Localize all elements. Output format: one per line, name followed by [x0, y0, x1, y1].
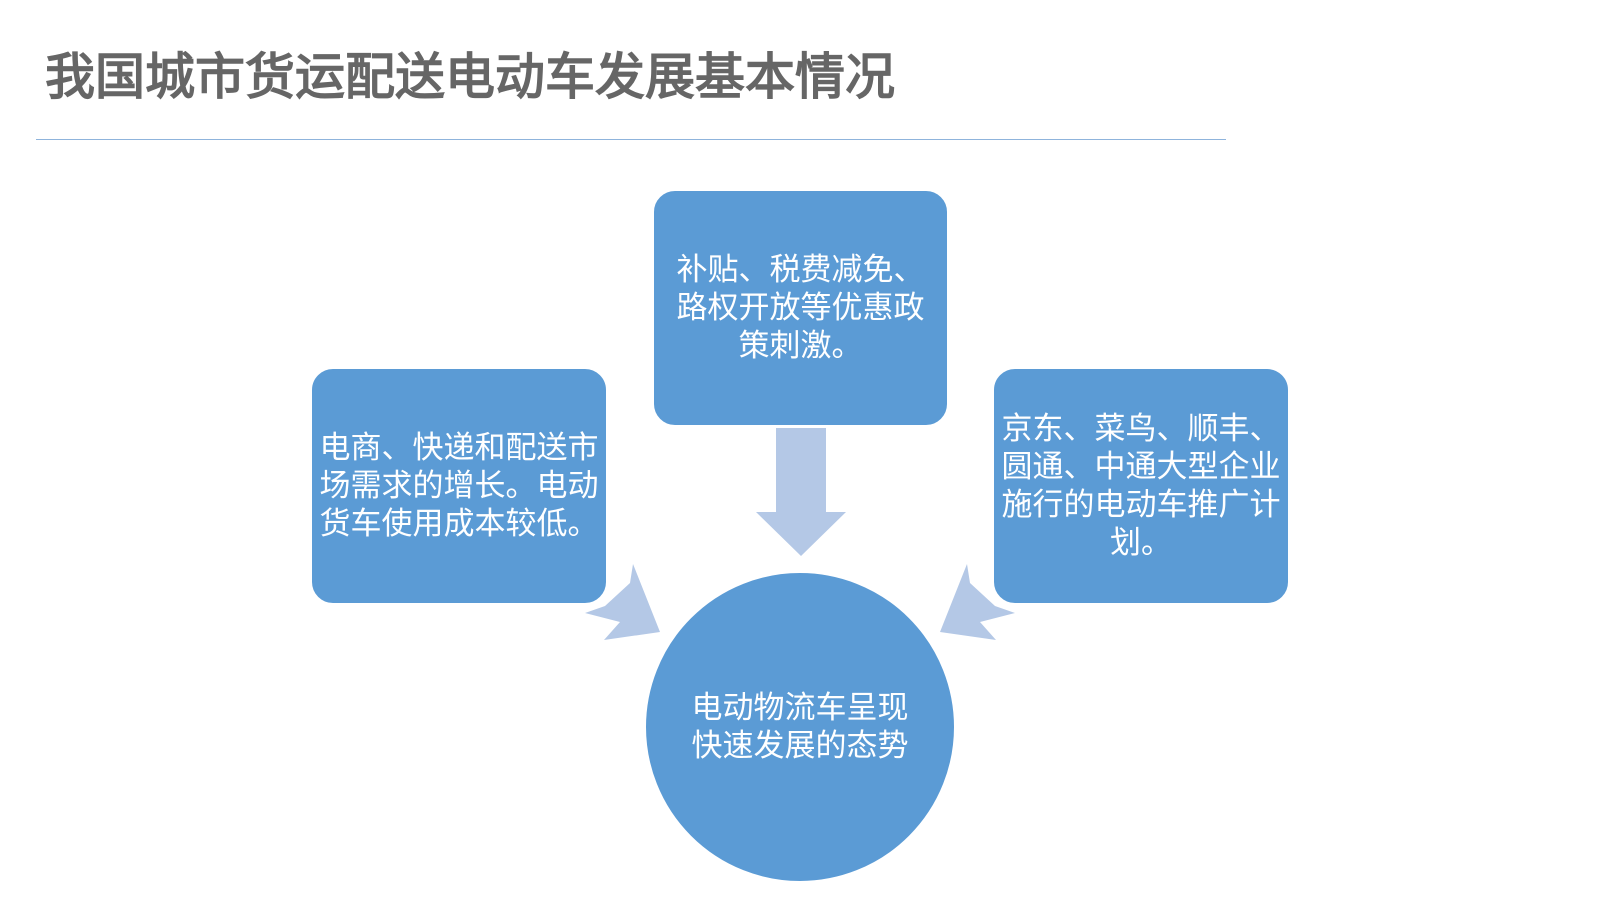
node-policy-incentives-text: 补贴、税费减免、路权开放等优惠政策刺激。 [676, 252, 925, 364]
title-divider [36, 139, 1226, 140]
arrow-right-to-center [940, 564, 1015, 640]
node-policy-incentives: 补贴、税费减免、路权开放等优惠政策刺激。 [653, 190, 948, 426]
slide-title: 我国城市货运配送电动车发展基本情况 [45, 48, 895, 106]
arrow-down [756, 428, 846, 556]
node-market-demand: 电商、快递和配送市场需求的增长。电动货车使用成本较低。 [311, 368, 607, 604]
node-center-trend: 电动物流车呈现快速发展的态势 [645, 572, 955, 882]
node-market-demand-text: 电商、快递和配送市场需求的增长。电动货车使用成本较低。 [319, 430, 599, 542]
node-enterprise-plans: 京东、菜鸟、顺丰、圆通、中通大型企业施行的电动车推广计划。 [993, 368, 1289, 604]
node-center-trend-text: 电动物流车呈现快速发展的态势 [691, 690, 909, 764]
arrow-left-to-center [585, 564, 660, 640]
node-enterprise-plans-text: 京东、菜鸟、顺丰、圆通、中通大型企业施行的电动车推广计划。 [1001, 411, 1281, 561]
